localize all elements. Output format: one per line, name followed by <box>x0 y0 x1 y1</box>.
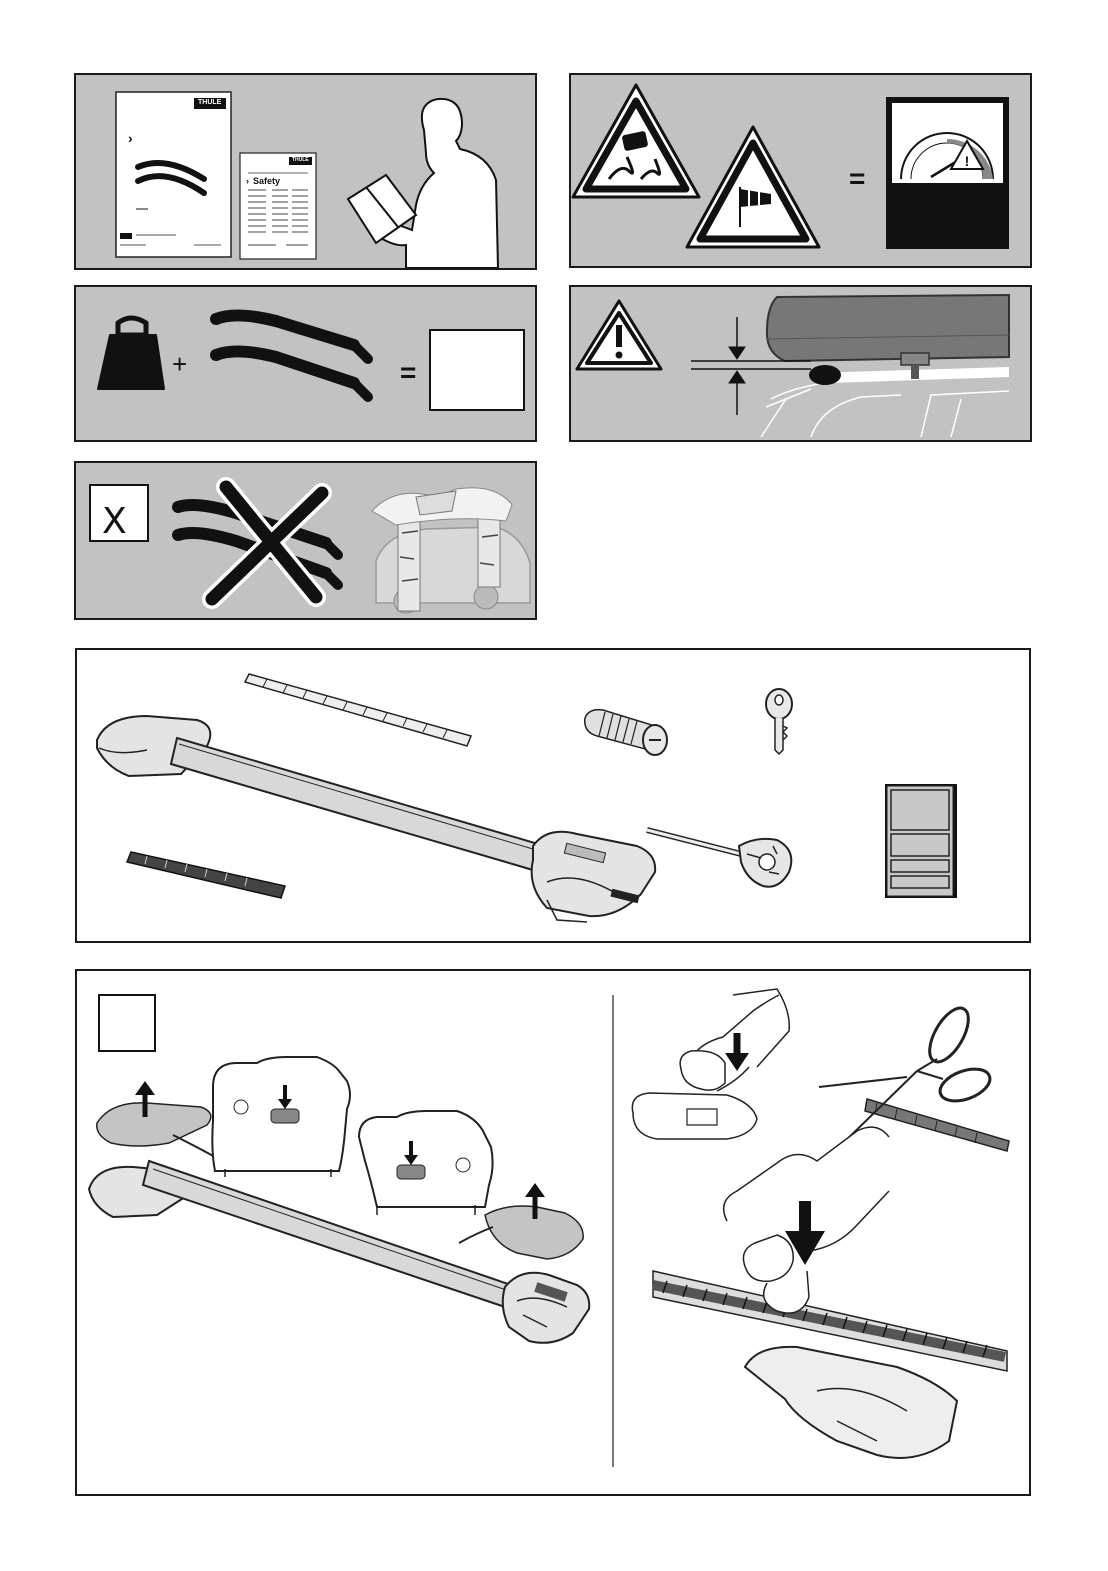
cross-mark: X <box>102 501 127 542</box>
max-load-value-box <box>430 330 524 410</box>
leaflet-heading-prefix: › <box>246 176 249 186</box>
read-manual-panel: THULE › THULE › Safety <box>74 73 537 270</box>
step-box <box>75 969 1031 1496</box>
key-icon <box>766 689 792 754</box>
leaflet-heading: Safety <box>253 176 280 186</box>
cover-plate-left-icon <box>212 1057 350 1177</box>
max-load-panel: + = <box>74 285 537 442</box>
plus-sign: + <box>172 349 187 380</box>
speed-warning-illustration: ! <box>571 75 1030 266</box>
hand-press-lock-icon <box>632 989 789 1139</box>
scissors-icon <box>819 1002 1009 1151</box>
parts-list-box <box>75 648 1031 943</box>
offroad-car-icon <box>372 488 530 613</box>
no-offroad-panel: X <box>74 461 537 620</box>
person-reading-icon <box>348 99 498 268</box>
weight-icon <box>98 318 164 389</box>
cargo-box-icon <box>767 295 1009 379</box>
speed-warning-panel: ! = <box>569 73 1032 268</box>
manual-arrow: › <box>128 130 133 146</box>
instruction-booklet-icon <box>885 784 957 898</box>
rubber-strip-icon <box>245 674 471 746</box>
clearance-warning-panel <box>569 285 1032 442</box>
no-offroad-illustration <box>76 463 535 618</box>
step-number-box <box>99 995 155 1051</box>
crosswind-sign-icon <box>687 127 819 247</box>
manual-logo: THULE <box>198 99 221 106</box>
load-equals-sign: = <box>400 357 416 389</box>
max-load-illustration <box>76 287 535 440</box>
parts-illustration <box>77 650 1029 941</box>
read-manual-illustration <box>76 75 535 268</box>
roof-bars-icon <box>216 315 368 397</box>
strap-icon <box>127 852 285 898</box>
leaflet-logo: THULE <box>292 157 309 163</box>
crossed-bars-icon <box>178 487 338 599</box>
speedometer-icon: ! <box>886 97 1009 249</box>
safety-leaflet-icon <box>240 153 316 259</box>
step-illustration <box>77 971 1029 1494</box>
lock-cylinder-icon <box>585 710 667 755</box>
speed-equals-sign: = <box>849 163 865 195</box>
warning-sign-icon <box>577 301 661 369</box>
slippery-road-sign-icon <box>573 85 699 197</box>
hand-press-strip-icon <box>653 1127 1007 1458</box>
svg-text:!: ! <box>965 153 970 169</box>
end-cover-left-icon <box>97 1081 215 1157</box>
allen-key-icon <box>647 830 791 887</box>
car-roof-icon <box>761 375 1009 437</box>
clearance-warning-illustration <box>571 287 1030 440</box>
cover-plate-right-icon <box>359 1111 493 1215</box>
manual-booklet-icon <box>116 92 231 257</box>
roof-rail-end <box>809 365 841 385</box>
wingbar-foot-icon <box>97 716 655 922</box>
